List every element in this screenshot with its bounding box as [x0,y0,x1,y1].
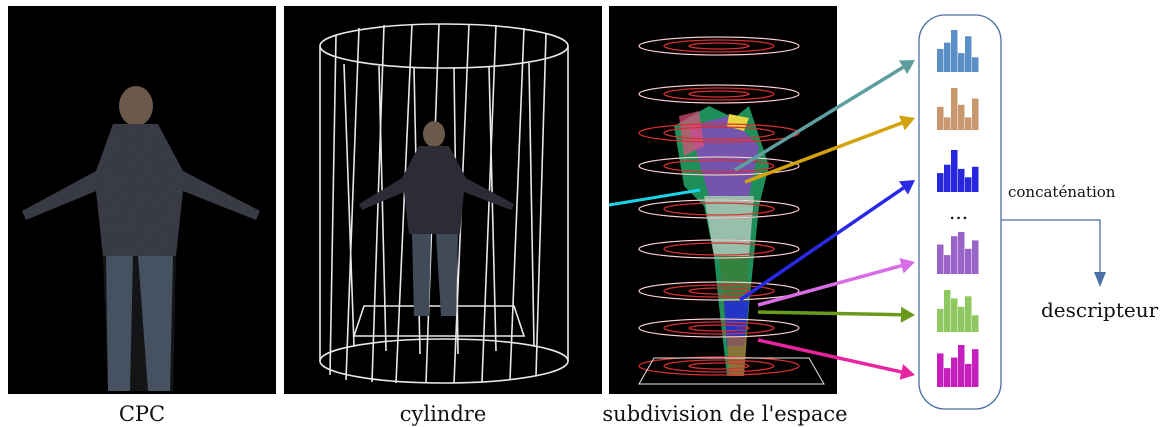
arrow-3 [739,186,905,302]
arrow-4 [757,264,902,307]
histogram-bar [937,353,944,387]
cyan-pointer-line [608,188,701,207]
histogram-bar [965,363,972,387]
histogram-bar [937,106,944,130]
histogram-6 [937,345,979,387]
concatenation-arrowhead [1094,272,1106,287]
histogram-bar [937,244,944,274]
histogram-bar [965,248,972,274]
histogram-1 [937,30,979,72]
concatenation-arrow [1001,219,1101,275]
histogram-bar [972,166,979,192]
histogram-bar [965,117,972,130]
histogram-bar [958,168,965,192]
arrow-1 [734,65,904,172]
histograms [937,30,979,387]
subdivision-figure [638,36,825,385]
arrow-2 [744,121,903,184]
histogram-bar [965,36,972,72]
arrow-5 [757,310,902,317]
histogram-bar [944,164,951,192]
arrowhead-5 [900,306,915,323]
histogram-5 [937,290,979,332]
ellipsis-label: ... [949,200,969,224]
arrowhead-6 [899,364,915,380]
histogram-bar [944,117,951,130]
cylinder-panel [284,6,602,394]
cpc-panel [8,6,276,394]
histogram-4 [937,232,979,274]
histogram-bar [972,240,979,274]
caption-cylinder: cylindre [399,402,487,426]
histogram-bar [965,296,972,332]
histogram-bar [965,177,972,192]
histogram-bar [972,98,979,130]
histogram-bar [937,173,944,192]
histogram-bar [944,368,951,387]
arrows [734,60,915,380]
histogram-bar [951,88,958,130]
histogram-bar [972,315,979,332]
histogram-3 [937,150,979,192]
descriptor-label: descripteur [1041,298,1159,322]
concatenation-label: concaténation [1008,183,1116,201]
caption-subdivision: subdivision de l'espace [602,402,848,426]
caption-cpc: CPC [118,402,166,426]
histogram-bar [944,42,951,72]
histogram-bar [958,306,965,332]
arrowhead-4 [899,257,915,274]
histogram-2 [937,88,979,130]
cylinder-wireframe [319,23,569,384]
histogram-bar [972,57,979,72]
histogram-bar [951,150,958,192]
arrowhead-1 [898,60,915,75]
disc-outlines [638,36,825,385]
histogram-bar [951,298,958,332]
histogram-bar [958,53,965,72]
histogram-bar [951,30,958,72]
histogram-bar [958,232,965,274]
histogram-bar [951,357,958,387]
histogram-column-frame [918,14,1002,410]
histogram-bar [951,236,958,274]
histogram-bar [972,349,979,387]
histogram-bar [958,345,965,387]
histogram-bar [944,255,951,274]
histogram-bar [937,48,944,72]
histogram-bar [944,290,951,332]
histogram-bar [937,308,944,332]
cpc-person-figure [22,86,260,391]
arrowhead-3 [898,180,915,195]
arrowhead-2 [899,115,915,131]
histogram-bar [958,104,965,130]
arrow-6 [757,338,902,374]
